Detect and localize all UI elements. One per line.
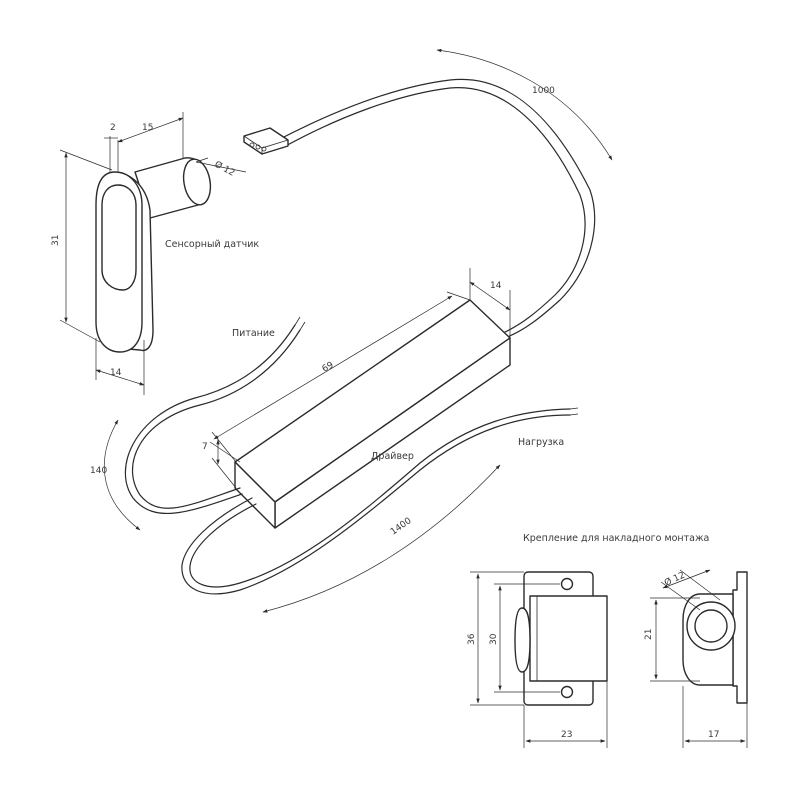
label-driver: Драйвер	[371, 451, 414, 462]
dim-driver-width: 14	[490, 281, 502, 291]
label-load: Нагрузка	[518, 437, 564, 448]
cable-sensor-dimension: 1000	[436, 48, 613, 161]
dim-driver-length: 69	[321, 360, 336, 374]
sensor-cable	[243, 78, 596, 339]
dim-cable-load: 1400	[389, 516, 414, 537]
mount-front-dimensions: 36 30 23	[467, 571, 608, 748]
dim-sensor-height: 31	[51, 235, 61, 246]
label-mount: Крепление для накладного монтажа	[523, 533, 709, 544]
dim-driver-height: 7	[202, 442, 208, 452]
dim-mount-height-outer: 36	[467, 633, 477, 645]
driver-dimensions: 69 14 7	[202, 268, 511, 489]
dim-sensor-gap: 2	[110, 123, 116, 133]
dim-cable-power: 140	[90, 466, 107, 476]
dim-mount-width: 23	[561, 730, 572, 740]
label-sensor: Сенсорный датчик	[165, 239, 259, 250]
mount-front-view	[514, 571, 608, 706]
dim-mount-height-inner: 30	[489, 633, 499, 645]
label-power: Питание	[232, 328, 275, 339]
dim-sensor-width: 14	[110, 368, 122, 378]
driver-box	[234, 299, 511, 529]
dim-sensor-diameter: Ø 12	[213, 159, 237, 179]
dim-mount-side-height: 21	[644, 629, 654, 640]
dim-cable-sensor: 1000	[532, 86, 555, 96]
touch-sensor	[95, 157, 212, 353]
dim-sensor-length: 15	[142, 123, 153, 133]
cable-power-dimension: 140	[90, 419, 141, 531]
mount-side-view	[682, 571, 748, 704]
dim-mount-hole-diameter: Ø 12	[663, 570, 687, 589]
dim-mount-depth: 17	[708, 730, 719, 740]
